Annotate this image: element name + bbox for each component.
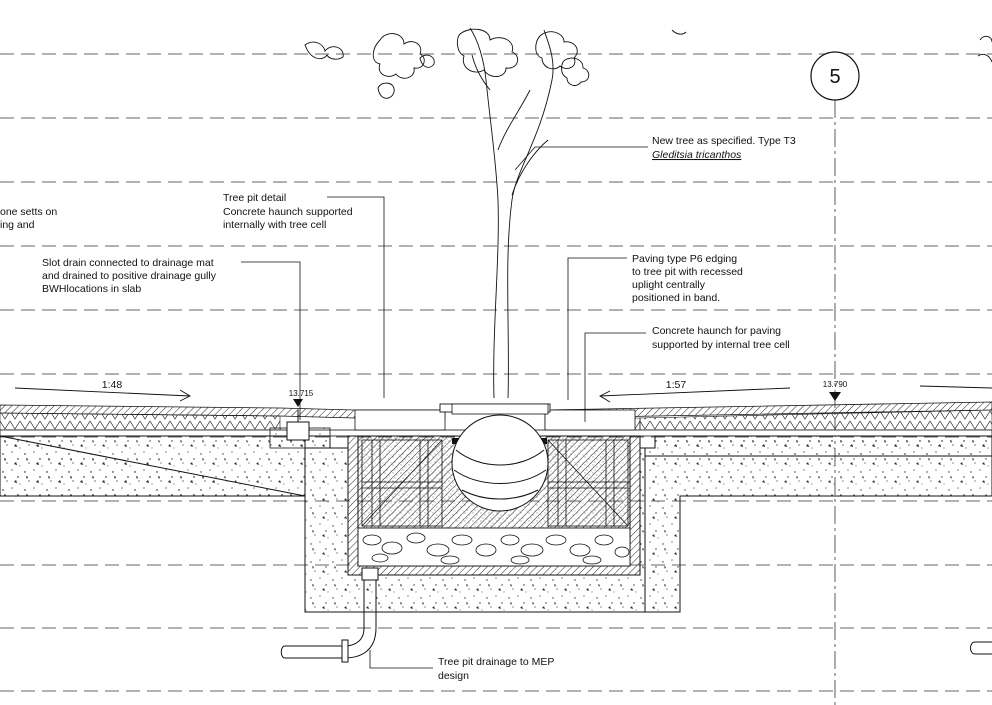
note-drain-line2: and drained to positive drainage gully (42, 270, 217, 282)
level-marker-left: 13.715 (289, 389, 314, 407)
leader-lines (241, 146, 648, 669)
note-stone-setts: one setts on ing and (0, 206, 57, 231)
drainage-pipe (280, 567, 992, 663)
fall-arrow-left (14, 387, 191, 402)
tree-cell-right (547, 439, 629, 527)
note-drain-line3: BWHlocations in slab (42, 283, 141, 295)
fall-left-label: 1:48 (102, 379, 123, 391)
note-pit-line3: internally with tree cell (223, 219, 326, 231)
note-drain-line1: Slot drain connected to drainage mat (42, 257, 214, 269)
drainage-stones (362, 532, 630, 565)
note-new-tree: New tree as specified. Type T3 Gleditsia… (652, 135, 796, 161)
note-paving-line1: Paving type P6 edging (632, 253, 737, 265)
note-pit-drainage: Tree pit drainage to MEP design (438, 656, 554, 682)
level-right-label: 13.790 (823, 380, 848, 389)
tree-pit (347, 403, 641, 576)
note-pit-line1: Tree pit detail (223, 192, 286, 204)
level-left-label: 13.715 (289, 389, 314, 398)
note-tree-pit: Tree pit detail Concrete haunch supporte… (223, 192, 353, 231)
level-marker-right: 13.790 (823, 380, 848, 401)
note-paving: Paving type P6 edging to tree pit with r… (632, 253, 743, 304)
note-stone-line1: one setts on (0, 206, 57, 218)
grid-marker-label: 5 (829, 66, 840, 88)
note-stone-line2: ing and (0, 219, 35, 231)
note-tree-species: Gleditsia tricanthos (652, 149, 742, 161)
note-pitdrain-line2: design (438, 670, 469, 682)
note-haunch-line1: Concrete haunch for paving (652, 325, 781, 337)
root-ball-icon (451, 414, 549, 512)
tree-canopy-icon (304, 27, 992, 399)
note-haunch-line2: supported by internal tree cell (652, 339, 790, 351)
note-paving-line3: uplight centrally (632, 279, 706, 291)
note-tree-line1: New tree as specified. Type T3 (652, 135, 796, 147)
note-pit-line2: Concrete haunch supported (223, 206, 353, 218)
note-paving-line4: positioned in band. (632, 292, 720, 304)
grid-line-5: 5 (810, 51, 860, 705)
fall-arrow-right (599, 385, 992, 403)
note-haunch: Concrete haunch for paving supported by … (652, 325, 790, 351)
tree-cell-left (361, 439, 443, 527)
note-paving-line2: to tree pit with recessed (632, 266, 743, 278)
fall-right-label: 1:57 (666, 379, 687, 391)
note-pitdrain-line1: Tree pit drainage to MEP (438, 656, 554, 668)
concrete-slab (0, 435, 992, 613)
slot-drain-icon (269, 410, 331, 449)
note-slot-drain: Slot drain connected to drainage mat and… (42, 257, 217, 295)
